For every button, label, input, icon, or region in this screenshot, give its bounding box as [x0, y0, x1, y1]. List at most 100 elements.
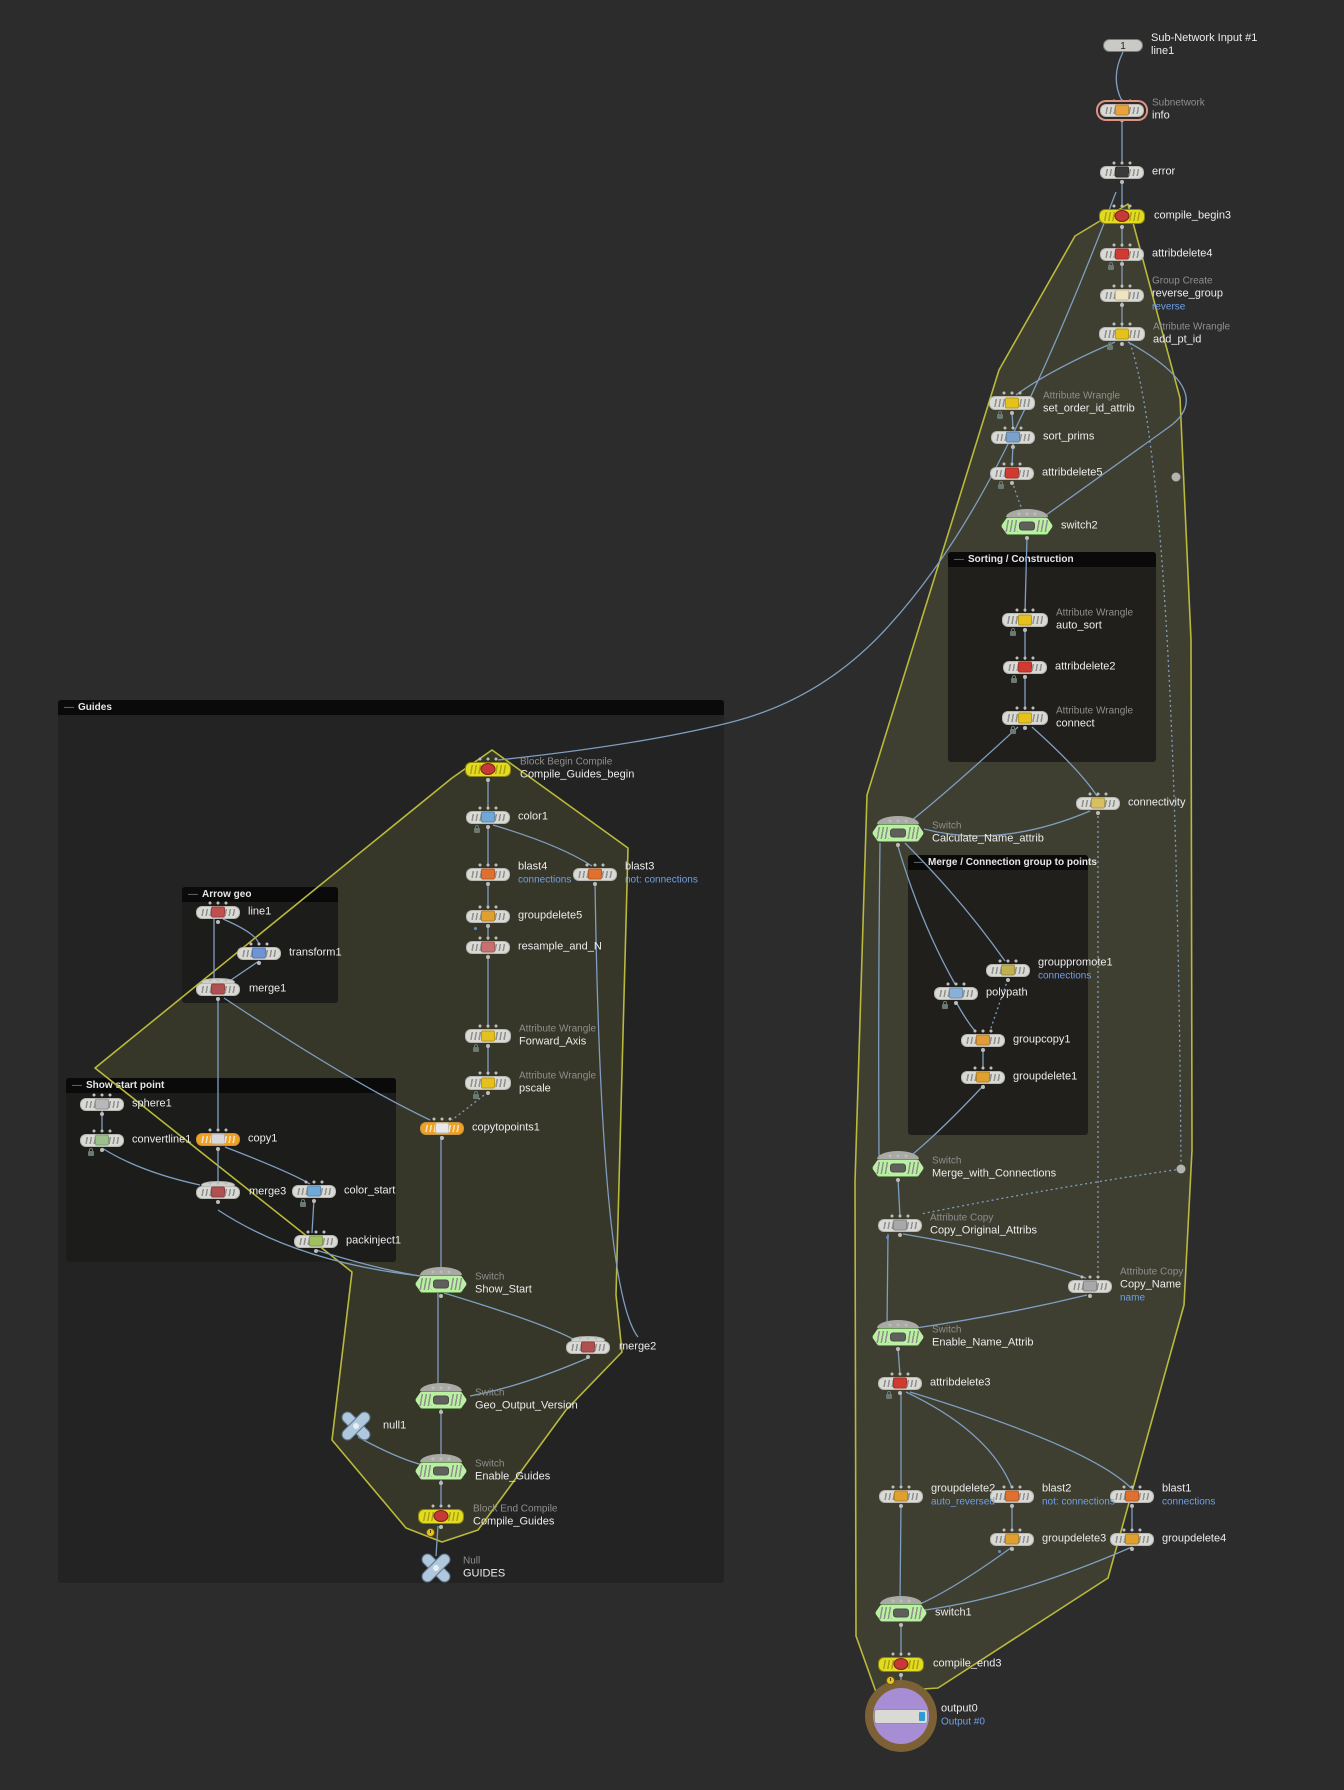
output-connector[interactable] — [216, 1146, 220, 1151]
node-body[interactable] — [566, 1340, 610, 1354]
node-body[interactable] — [1100, 103, 1144, 117]
network-box-title[interactable]: —Sorting / Construction — [948, 552, 1156, 567]
output-connector[interactable] — [954, 1000, 958, 1005]
node-groupcopy1[interactable] — [961, 1028, 1005, 1052]
input-connectors[interactable] — [1014, 512, 1040, 516]
node-blast1[interactable] — [1110, 1484, 1154, 1508]
node-body[interactable] — [1002, 711, 1048, 725]
node-merge1[interactable] — [196, 977, 240, 1001]
node-body[interactable] — [465, 1029, 511, 1043]
output-connector[interactable] — [486, 1044, 490, 1048]
node-body[interactable] — [415, 1462, 467, 1480]
node-switch1[interactable] — [875, 1596, 927, 1627]
node-body[interactable] — [934, 986, 978, 1000]
input-connectors[interactable] — [1109, 203, 1135, 208]
node-body[interactable] — [1100, 247, 1144, 261]
node-set_order_id_attrib[interactable] — [989, 391, 1035, 415]
node-body[interactable] — [292, 1184, 336, 1198]
node-body[interactable] — [1068, 1279, 1112, 1293]
node-body[interactable] — [466, 940, 510, 954]
node-body[interactable]: 1 — [1103, 38, 1143, 52]
node-auto_sort[interactable] — [1002, 608, 1048, 632]
input-connectors[interactable] — [428, 1457, 454, 1461]
node-blast2[interactable] — [990, 1484, 1034, 1508]
node-body[interactable] — [878, 1376, 922, 1390]
node-Compile_Guides[interactable] — [418, 1503, 464, 1529]
input-connectors[interactable] — [1012, 706, 1038, 710]
input-connectors[interactable] — [1119, 1527, 1145, 1532]
output-connector[interactable] — [899, 1503, 903, 1508]
input-connectors[interactable] — [89, 1128, 115, 1133]
node-body[interactable] — [196, 1132, 240, 1146]
node-body[interactable] — [1100, 288, 1144, 302]
node-body[interactable] — [961, 1033, 1005, 1047]
output-connector[interactable] — [1130, 1503, 1134, 1508]
input-connectors[interactable] — [205, 977, 231, 982]
node-polypath[interactable] — [934, 981, 978, 1005]
input-connectors[interactable] — [1109, 242, 1135, 247]
input-connectors[interactable] — [303, 1229, 329, 1234]
collapse-icon[interactable]: — — [64, 702, 74, 713]
output-connector[interactable] — [486, 923, 490, 928]
output-connector[interactable] — [981, 1047, 985, 1052]
node-groupdelete3[interactable] — [990, 1527, 1034, 1551]
input-connectors[interactable] — [1109, 283, 1135, 288]
node-groupdelete5[interactable] — [466, 904, 510, 928]
node-blast4[interactable] — [466, 862, 510, 886]
input-connectors[interactable] — [475, 862, 501, 867]
output-connector[interactable] — [1130, 1546, 1134, 1551]
output-connector[interactable] — [1006, 977, 1010, 982]
network-box-title[interactable]: —Guides — [58, 700, 724, 715]
node-body[interactable] — [1002, 613, 1048, 627]
network-box-title[interactable]: —Show start point — [66, 1078, 396, 1093]
node-merge3[interactable] — [196, 1180, 240, 1204]
node-body[interactable] — [872, 1159, 924, 1177]
node-body[interactable] — [1100, 165, 1144, 179]
output-connector[interactable] — [439, 1410, 443, 1414]
node-Compile_Guides_begin[interactable] — [465, 756, 511, 782]
node-body[interactable] — [196, 905, 240, 919]
node-Geo_Output_Version[interactable] — [415, 1383, 467, 1414]
node-copytopoints1[interactable] — [420, 1116, 464, 1140]
node-body[interactable] — [990, 466, 1034, 480]
node-body[interactable] — [879, 1489, 923, 1503]
output-connector[interactable] — [1096, 810, 1100, 815]
node-groupdelete4[interactable] — [1110, 1527, 1154, 1551]
node-body[interactable] — [415, 1275, 467, 1293]
output-connector[interactable] — [899, 1623, 903, 1627]
network-box-sorting_construction[interactable]: —Sorting / Construction — [948, 552, 1156, 762]
output-connector[interactable] — [257, 960, 261, 965]
node-output0[interactable] — [865, 1680, 937, 1752]
node-body[interactable] — [1076, 796, 1120, 810]
input-connectors[interactable] — [885, 1323, 911, 1327]
output-connector[interactable] — [486, 777, 490, 782]
input-connectors[interactable] — [1119, 1484, 1145, 1489]
output-connector[interactable] — [216, 919, 220, 924]
input-connectors[interactable] — [995, 958, 1021, 963]
node-body[interactable] — [466, 867, 510, 881]
input-connectors[interactable] — [301, 1179, 327, 1184]
node-switch2[interactable] — [1001, 509, 1053, 540]
output-connector[interactable] — [1120, 224, 1124, 229]
node-body[interactable] — [1099, 208, 1145, 224]
node-sort_prims[interactable] — [991, 425, 1035, 449]
node-body[interactable] — [872, 824, 924, 842]
output-connector[interactable] — [439, 1294, 443, 1298]
output-connector[interactable] — [1120, 261, 1124, 266]
node-connect[interactable] — [1002, 706, 1048, 730]
node-body[interactable] — [294, 1234, 338, 1248]
output-connector[interactable] — [486, 1091, 490, 1095]
node-GUIDES[interactable] — [418, 1550, 454, 1586]
node-body[interactable] — [80, 1097, 124, 1111]
input-connectors[interactable] — [475, 904, 501, 909]
node-body[interactable] — [466, 909, 510, 923]
output-connector[interactable] — [1023, 628, 1027, 632]
node-body[interactable] — [990, 1532, 1034, 1546]
input-connectors[interactable] — [1012, 655, 1038, 660]
output-connector[interactable] — [1023, 674, 1027, 679]
node-resample_and_N[interactable] — [466, 935, 510, 959]
input-connectors[interactable] — [888, 1651, 914, 1656]
node-info[interactable] — [1100, 98, 1144, 122]
node-compile_begin3[interactable] — [1099, 203, 1145, 229]
input-connectors[interactable] — [885, 1154, 911, 1158]
